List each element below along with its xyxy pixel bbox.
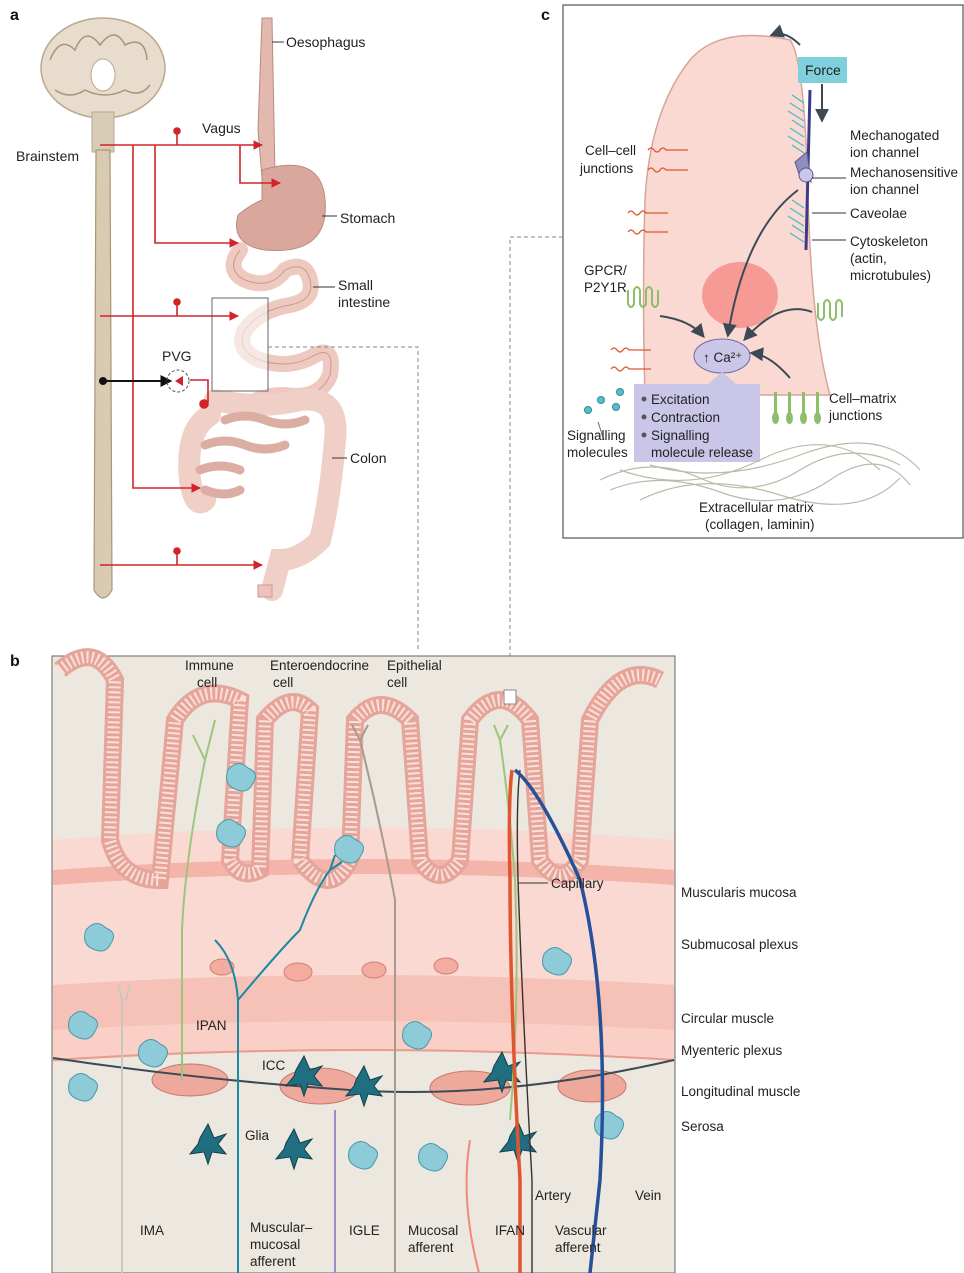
panel-a-letter: a — [10, 7, 19, 24]
label-mucosal-1: Mucosal — [408, 1223, 458, 1238]
label-cellcell-1: Cell–cell — [585, 143, 636, 158]
label-mm-3: afferent — [250, 1254, 296, 1269]
label-signalling-2: molecules — [567, 445, 628, 460]
label-small-1: Small — [338, 277, 373, 293]
label-cellmatrix-1: Cell–matrix — [829, 391, 897, 406]
label-cytoskeleton-2: (actin, — [850, 251, 887, 266]
label-immune-2: cell — [197, 675, 217, 690]
brain-illustration — [41, 18, 165, 152]
label-muscularis: Muscularis mucosa — [681, 885, 797, 900]
label-gpcr-2: P2Y1R — [584, 280, 627, 295]
label-stomach: Stomach — [340, 210, 395, 226]
outcome-0: Excitation — [651, 392, 710, 407]
label-cytoskeleton-1: Cytoskeleton — [850, 234, 928, 249]
label-myenteric: Myenteric plexus — [681, 1043, 783, 1058]
label-submucosal: Submucosal plexus — [681, 937, 798, 952]
spinal-cord — [94, 150, 112, 598]
label-signalling-1: Signalling — [567, 428, 626, 443]
panel-b-letter: b — [10, 653, 20, 670]
label-artery: Artery — [535, 1188, 571, 1203]
label-circular: Circular muscle — [681, 1011, 774, 1026]
label-vein: Vein — [635, 1188, 661, 1203]
label-small-2: intestine — [338, 294, 390, 310]
label-cellmatrix-2: junctions — [828, 408, 883, 423]
label-ipan: IPAN — [196, 1018, 227, 1033]
nucleus — [702, 262, 778, 328]
label-caveolae: Caveolae — [850, 206, 907, 221]
label-vascular-2: afferent — [555, 1240, 601, 1255]
label-igle: IGLE — [349, 1223, 380, 1238]
zoom-box-b — [504, 690, 516, 704]
label-mechanosensitive-2: ion channel — [850, 182, 919, 197]
label-oesophagus: Oesophagus — [286, 34, 365, 50]
label-cytoskeleton-3: microtubules) — [850, 268, 931, 283]
pvg-ganglion — [99, 370, 189, 392]
zoom-box-a — [212, 298, 268, 391]
label-mechanogated-1: Mechanogated — [850, 128, 939, 143]
label-brainstem: Brainstem — [16, 148, 79, 164]
label-ifan: IFAN — [495, 1223, 525, 1238]
label-serosa: Serosa — [681, 1119, 724, 1134]
colon-illustration — [189, 400, 335, 598]
label-glia: Glia — [245, 1128, 269, 1143]
label-mm-2: mucosal — [250, 1237, 300, 1252]
label-ima: IMA — [140, 1223, 164, 1238]
label-epi-1: Epithelial — [387, 658, 442, 673]
zoom-line-to-c — [510, 237, 563, 690]
outcome-1: Contraction — [651, 410, 720, 425]
stomach-illustration — [237, 165, 326, 250]
label-pvg: PVG — [162, 348, 192, 364]
label-gpcr-1: GPCR/ — [584, 263, 627, 278]
label-ecm-2: (collagen, laminin) — [705, 517, 815, 532]
label-epi-2: cell — [387, 675, 407, 690]
label-vagus: Vagus — [202, 120, 241, 136]
label-entero-2: cell — [273, 675, 293, 690]
label-immune-1: Immune — [185, 658, 234, 673]
label-mechanogated-2: ion channel — [850, 145, 919, 160]
label-mm-1: Muscular– — [250, 1220, 313, 1235]
outcome-2: Signalling — [651, 428, 710, 443]
label-longitudinal: Longitudinal muscle — [681, 1084, 800, 1099]
label-icc: ICC — [262, 1058, 286, 1073]
label-vascular-1: Vascular — [555, 1223, 607, 1238]
label-colon: Colon — [350, 450, 387, 466]
label-capillary: Capillary — [551, 876, 604, 891]
label-entero-1: Enteroendocrine — [270, 658, 369, 673]
label-cellcell-2: junctions — [579, 161, 634, 176]
label-force: Force — [805, 62, 841, 78]
label-mechanosensitive-1: Mechanosensitive — [850, 165, 958, 180]
label-calcium: ↑ Ca²⁺ — [703, 350, 742, 365]
outcome-3: molecule release — [651, 445, 753, 460]
panel-c-letter: c — [541, 7, 550, 24]
label-mucosal-2: afferent — [408, 1240, 454, 1255]
label-ecm-1: Extracellular matrix — [699, 500, 814, 515]
